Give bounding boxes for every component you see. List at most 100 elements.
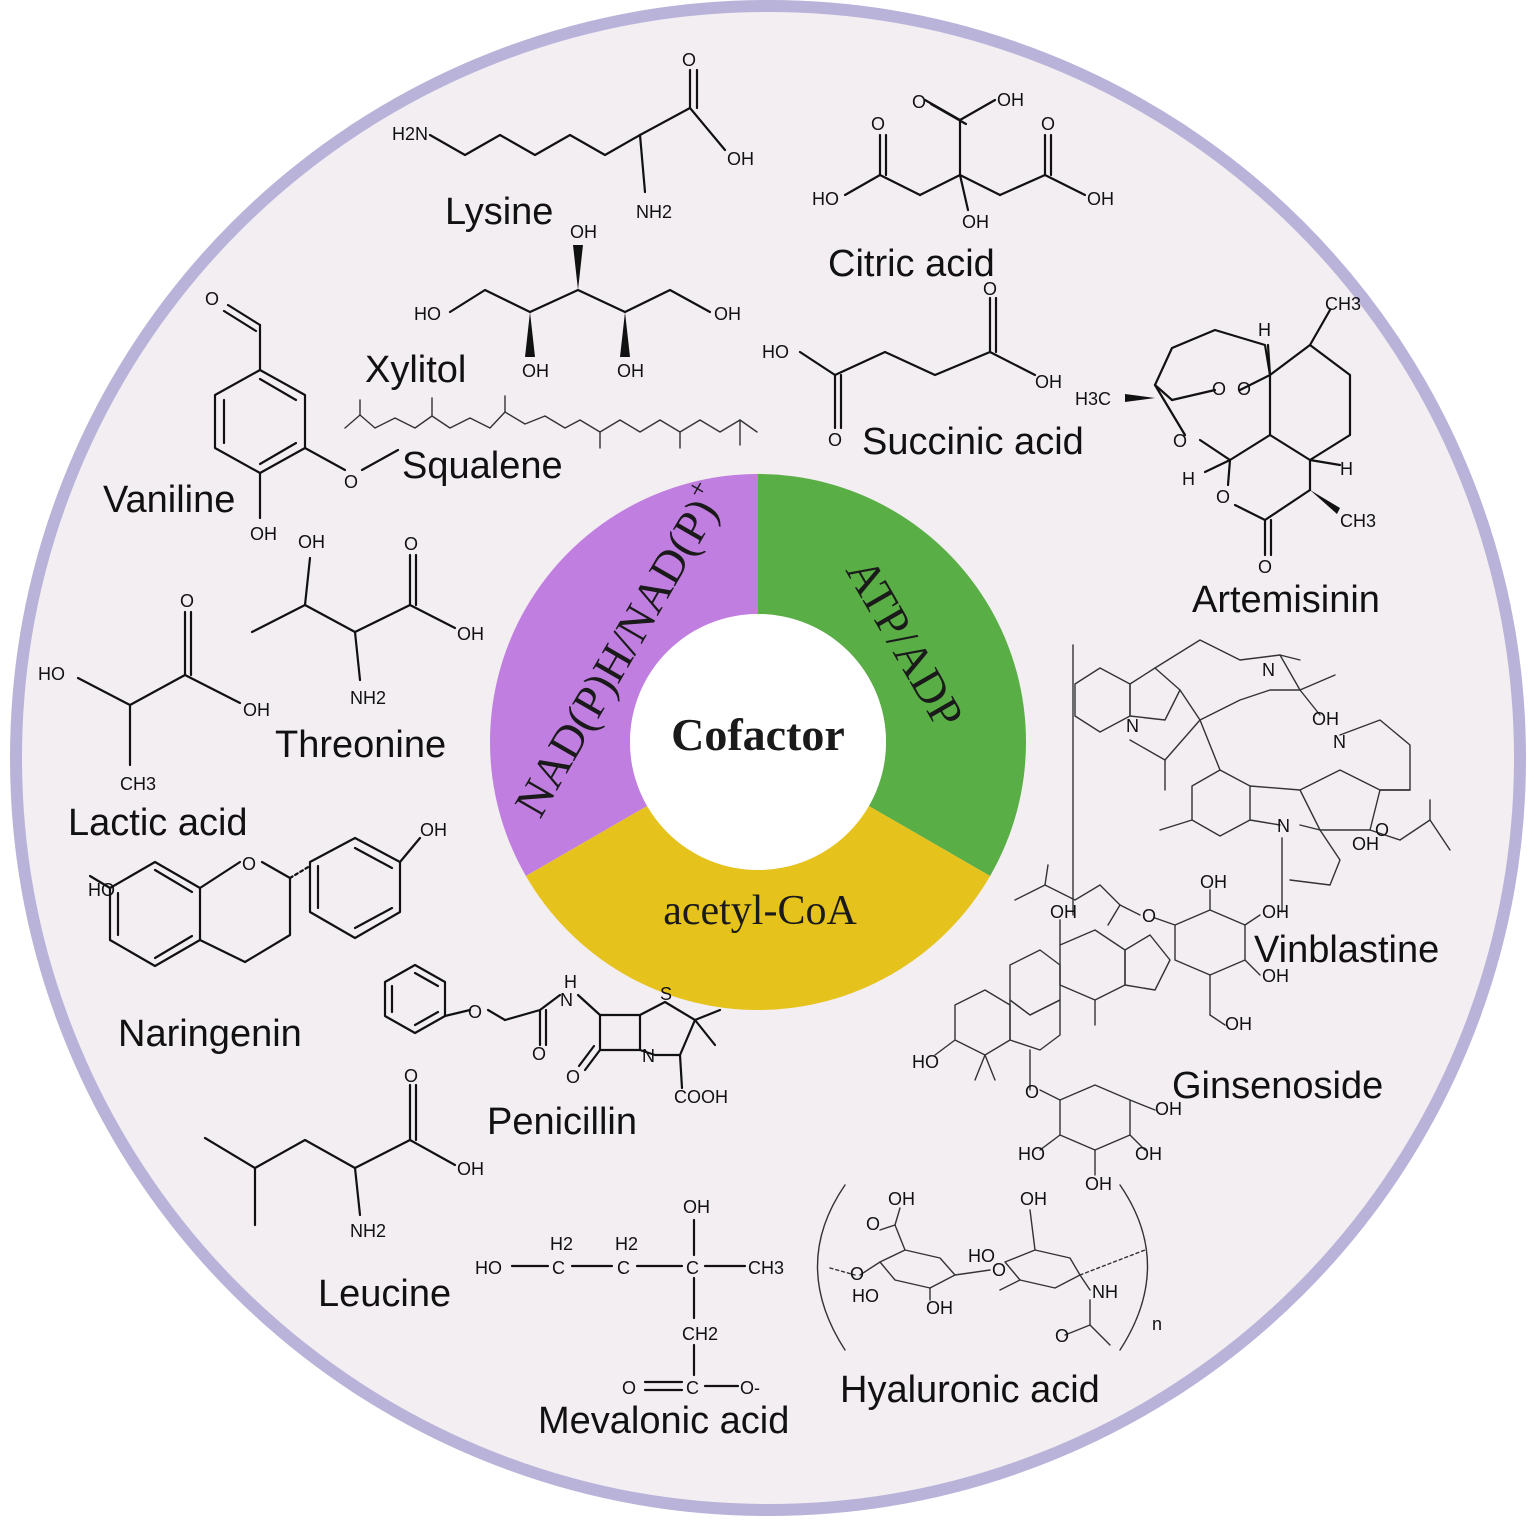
artemisinin-h-right: H [1340, 459, 1353, 479]
lactic-ho: HO [38, 664, 65, 684]
artemisinin-o1: O [1212, 379, 1226, 399]
citric-o-top: O [912, 92, 926, 112]
mevalonic-ho: HO [475, 1258, 502, 1278]
xylitol-structure: OH HO OH OH OH [414, 222, 741, 381]
vinblastine-n-indole: N [1126, 716, 1139, 736]
artemisinin-ch3-top: CH3 [1325, 294, 1361, 314]
ginsenoside-oh-a: OH [1050, 902, 1077, 922]
mevalonic-ch2: CH2 [682, 1324, 718, 1344]
vinblastine-n-right: N [1333, 732, 1346, 752]
ginsenoside-oh-c: OH [1262, 902, 1289, 922]
mevalonic-oh: OH [683, 1197, 710, 1217]
penicillin-s: S [660, 984, 672, 1004]
threonine-oh-top: OH [298, 532, 325, 552]
mevalonic-c2-h2: H2 [615, 1234, 638, 1254]
label-penicillin: Penicillin [487, 1101, 637, 1143]
penicillin-n-ring: N [642, 1046, 655, 1066]
xylitol-oh-b1: OH [522, 361, 549, 381]
naringenin-ho: HO [88, 880, 115, 900]
citric-oh-bottom: OH [962, 212, 989, 232]
hyaluronic-nh: NH [1092, 1282, 1118, 1302]
artemisinin-structure: CH3 H O O H3C O H H O CH3 O [1075, 294, 1376, 577]
citric-o-left: O [871, 114, 885, 134]
succinic-ho: HO [762, 342, 789, 362]
label-succinic-acid: Succinic acid [862, 421, 1084, 463]
leucine-o: O [404, 1066, 418, 1086]
penicillin-n: N [560, 990, 573, 1010]
naringenin-oh: OH [420, 820, 447, 840]
threonine-o: O [404, 534, 418, 554]
label-xylitol: Xylitol [365, 349, 466, 391]
label-vinblastine: Vinblastine [1254, 929, 1439, 971]
ginsenoside-o-b: O [1025, 1082, 1039, 1102]
ginsenoside-oh-e: OH [1225, 1014, 1252, 1034]
penicillin-o-amide: O [532, 1044, 546, 1064]
mevalonic-c3: C [686, 1258, 699, 1278]
label-vaniline: Vaniline [103, 479, 235, 521]
label-hyaluronic-acid: Hyaluronic acid [840, 1369, 1100, 1411]
penicillin-o-lactam: O [566, 1067, 580, 1087]
hyaluronic-acid-structure: OH O O HO OH O OH HO NH O n [816, 1184, 1162, 1351]
label-ginsenoside: Ginsenoside [1172, 1065, 1383, 1107]
squalene-structure [344, 395, 758, 449]
mevalonic-c1-h2: H2 [550, 1234, 573, 1254]
vinblastine-n-top: N [1262, 660, 1275, 680]
penicillin-o: O [468, 1002, 482, 1022]
lysine-nh2: NH2 [636, 202, 672, 222]
succinic-o-top: O [983, 279, 997, 299]
xylitol-oh-top: OH [570, 222, 597, 242]
label-leucine: Leucine [318, 1273, 451, 1315]
label-mevalonic-acid: Mevalonic acid [538, 1400, 789, 1442]
center-disc [630, 614, 886, 870]
xylitol-oh-right: OH [714, 304, 741, 324]
leucine-nh2: NH2 [350, 1221, 386, 1241]
ginsenoside-oh-h: OH [1135, 1144, 1162, 1164]
succinic-acid-structure: O HO OH O [762, 279, 1062, 450]
naringenin-o: O [242, 854, 256, 874]
naringenin-structure: HO O OH [88, 820, 447, 968]
vinblastine-o-ester: O [1375, 820, 1389, 840]
vaniline-oh: OH [250, 524, 277, 544]
ginsenoside-ho: HO [912, 1052, 939, 1072]
segment-nadph [489, 474, 758, 876]
vaniline-structure: O O OH [205, 289, 400, 544]
mevalonic-acid-structure: OH HO H2 C H2 C C CH3 CH2 O C O- [475, 1197, 784, 1398]
ginsenoside-oh-g: OH [1085, 1174, 1112, 1194]
ginsenoside-structure: OH O OH OH OH OH HO O OH HO OH OH [912, 864, 1289, 1194]
hyaluronic-o-link1: O [850, 1264, 864, 1284]
artemisinin-ch3-bottom: CH3 [1340, 511, 1376, 531]
ginsenoside-ho-b: HO [1018, 1144, 1045, 1164]
hyaluronic-oh-a: OH [888, 1189, 915, 1209]
ginsenoside-oh-b: OH [1200, 872, 1227, 892]
xylitol-ho-left: HO [414, 304, 441, 324]
citric-oh-top: OH [997, 90, 1024, 110]
hyaluronic-ho-b: HO [968, 1246, 995, 1266]
artemisinin-h3c: H3C [1075, 389, 1111, 409]
penicillin-structure: O H N O S N O COOH [383, 963, 728, 1107]
label-lactic-acid: Lactic acid [68, 802, 248, 844]
lysine-structure: H2N O OH NH2 [392, 50, 754, 222]
threonine-nh2: NH2 [350, 688, 386, 708]
succinic-oh: OH [1035, 372, 1062, 392]
artemisinin-o4: O [1216, 487, 1230, 507]
mevalonic-c4: C [686, 1378, 699, 1398]
hyaluronic-n-subscript: n [1152, 1314, 1162, 1334]
leucine-structure: O OH NH2 [203, 1066, 484, 1241]
mevalonic-c1: C [552, 1258, 565, 1278]
lysine-o: O [682, 50, 696, 70]
center-label: Cofactor [671, 709, 845, 760]
lysine-h2n: H2N [392, 124, 428, 144]
segment-atp [758, 474, 1027, 876]
segment-acetyl-label: acetyl-CoA [663, 888, 857, 934]
hyaluronic-o-acetyl: O [1055, 1326, 1069, 1346]
segment-acetyl [525, 806, 991, 1011]
mevalonic-ch3: CH3 [748, 1258, 784, 1278]
mevalonic-o: O [622, 1378, 636, 1398]
hyaluronic-oh-c: OH [1020, 1189, 1047, 1209]
lactic-oh: OH [243, 700, 270, 720]
penicillin-n-h: H [564, 972, 577, 992]
artemisinin-h-left: H [1182, 469, 1195, 489]
label-citric-acid: Citric acid [828, 243, 995, 285]
